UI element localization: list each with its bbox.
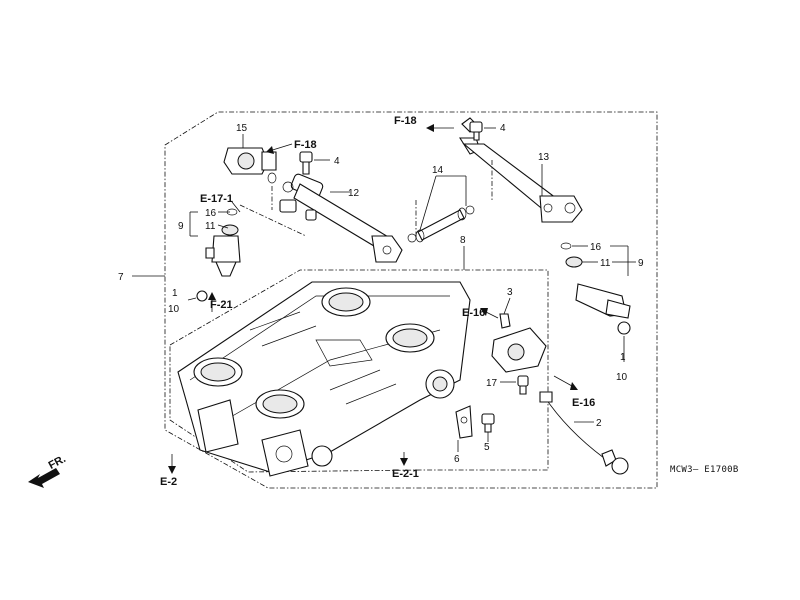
part-number-11-right: 11: [600, 258, 611, 269]
part-number-9-left: 9: [178, 221, 184, 232]
part-number-4-left: 4: [334, 156, 340, 167]
ref-e2: E-2: [160, 476, 177, 488]
left-injector: [196, 208, 241, 302]
part-number-8: 8: [460, 235, 466, 246]
front-label: FR.: [47, 453, 68, 472]
part-number-10-right: 10: [616, 372, 628, 383]
leader-lines: [132, 124, 636, 474]
ref-f18-top: F-18: [394, 115, 417, 127]
bolt-top: [469, 121, 483, 141]
part-number-6: 6: [454, 454, 460, 465]
throttle-body: [177, 281, 471, 477]
ref-f21: F-21: [210, 299, 233, 311]
part-number-14: 14: [432, 165, 444, 176]
o-ring-regulator: [267, 172, 277, 184]
ref-e16-left: E-16: [462, 307, 485, 319]
sub-assembly-outline: [169, 269, 549, 473]
part-number-9-right: 9: [638, 258, 644, 269]
right-injector: [560, 242, 631, 335]
diagram-code: MCW3– E1700B: [670, 465, 739, 475]
ref-f18-left: F-18: [294, 139, 317, 151]
bracket-6: [455, 405, 473, 439]
part-number-4-top: 4: [500, 123, 506, 134]
part-number-10-left: 10: [168, 304, 180, 315]
bolt-left: [299, 151, 313, 175]
part-number-3: 3: [507, 287, 513, 298]
left-fuel-rail: [279, 173, 403, 263]
part-number-2: 2: [596, 418, 602, 429]
ref-e2-1: E-2-1: [392, 468, 419, 480]
part-number-11-left: 11: [205, 221, 216, 232]
part-number-12: 12: [348, 188, 360, 199]
part-number-1-right: 1: [620, 352, 626, 363]
bolt-5: [481, 413, 495, 433]
part-number-13: 13: [538, 152, 550, 163]
part-number-5: 5: [484, 442, 490, 453]
idle-control-valve: [491, 313, 547, 373]
pressure-regulator: [223, 147, 277, 175]
part-number-17: 17: [486, 378, 498, 389]
part-number-16-left: 16: [205, 208, 217, 219]
screw-17: [517, 375, 529, 395]
part-number-16-right: 16: [590, 242, 602, 253]
hose-2: [539, 391, 629, 475]
part-number-7: 7: [118, 272, 124, 283]
part-number-1-left: 1: [172, 288, 178, 299]
part-number-15: 15: [236, 123, 248, 134]
ref-e17-1: E-17-1: [200, 193, 233, 205]
ref-e16-right: E-16: [572, 397, 595, 409]
front-direction-arrow: [28, 468, 60, 488]
